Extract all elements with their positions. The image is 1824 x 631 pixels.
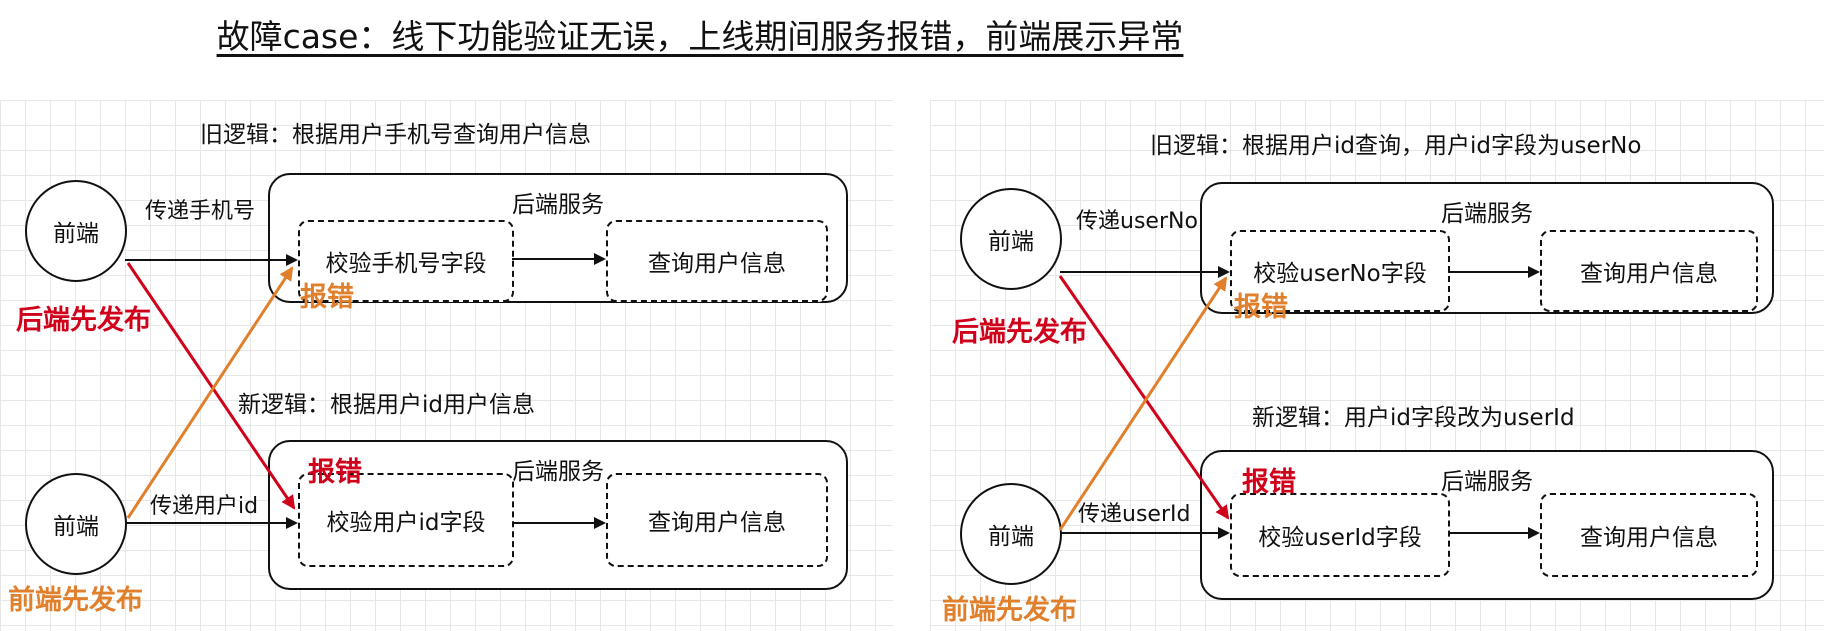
left-error-orange-label: 报错 xyxy=(300,282,354,313)
left-old-service-title: 后端服务 xyxy=(512,192,604,218)
left-pass-bottom-label: 传递用户id xyxy=(150,494,259,519)
right-old-service-title: 后端服务 xyxy=(1441,201,1533,227)
right-frontend-first-label: 前端先发布 xyxy=(942,595,1077,626)
right-new-logic-label: 新逻辑：用户id字段改为userId xyxy=(1252,405,1575,431)
left-frontend-bottom-node: 前端 xyxy=(25,473,127,575)
right-new-query-step: 查询用户信息 xyxy=(1540,493,1758,577)
left-diagram-panel: 旧逻辑：根据用户手机号查询用户信息 新逻辑：根据用户id用户信息 后端服务 校验… xyxy=(0,100,893,631)
left-new-service-title: 后端服务 xyxy=(512,459,604,485)
left-new-query-step: 查询用户信息 xyxy=(606,473,828,567)
left-old-logic-label: 旧逻辑：根据用户手机号查询用户信息 xyxy=(200,122,591,148)
right-diagram-panel: 旧逻辑：根据用户id查询，用户id字段为userNo 新逻辑：用户id字段改为u… xyxy=(930,100,1824,631)
right-old-validate-step: 校验userNo字段 xyxy=(1230,230,1450,312)
left-old-validate-step: 校验手机号字段 xyxy=(298,220,514,302)
right-old-logic-label: 旧逻辑：根据用户id查询，用户id字段为userNo xyxy=(1150,133,1642,159)
right-frontend-top-node: 前端 xyxy=(960,188,1062,290)
right-backend-first-label: 后端先发布 xyxy=(952,317,1087,348)
right-error-orange-label: 报错 xyxy=(1234,292,1288,323)
right-pass-bottom-label: 传递userId xyxy=(1078,502,1191,527)
right-old-query-step: 查询用户信息 xyxy=(1540,230,1758,312)
right-new-validate-step: 校验userId字段 xyxy=(1230,493,1450,577)
left-error-red-label: 报错 xyxy=(308,457,362,488)
right-pass-top-label: 传递userNo xyxy=(1076,209,1198,234)
page-title: 故障case：线下功能验证无误，上线期间服务报错，前端展示异常 xyxy=(216,17,1184,56)
left-frontend-first-label: 前端先发布 xyxy=(8,585,143,616)
right-new-service-title: 后端服务 xyxy=(1441,469,1533,495)
left-frontend-top-node: 前端 xyxy=(25,180,127,282)
right-frontend-bottom-node: 前端 xyxy=(960,483,1062,585)
left-backend-first-label: 后端先发布 xyxy=(16,305,151,336)
left-old-query-step: 查询用户信息 xyxy=(606,220,828,302)
left-new-validate-step: 校验用户id字段 xyxy=(298,473,514,567)
left-new-logic-label: 新逻辑：根据用户id用户信息 xyxy=(238,392,535,418)
right-error-red-label: 报错 xyxy=(1242,467,1296,498)
left-pass-top-label: 传递手机号 xyxy=(145,199,256,224)
